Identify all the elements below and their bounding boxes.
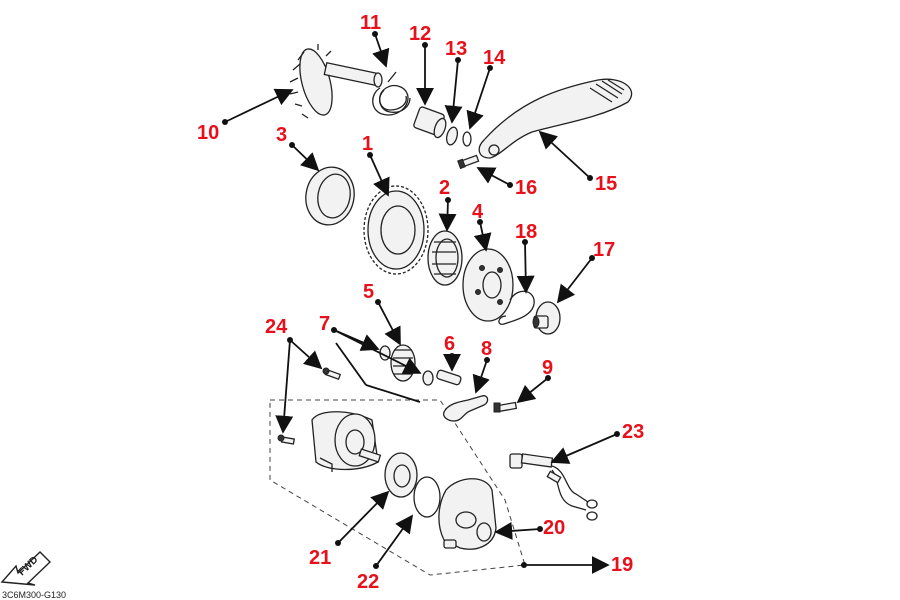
bolt-9 xyxy=(493,401,518,413)
callout-15: 15 xyxy=(595,173,617,195)
o-ring-22 xyxy=(413,476,441,518)
callout-9: 9 xyxy=(542,357,553,379)
callout-17: 17 xyxy=(593,239,615,261)
callout-21: 21 xyxy=(309,547,331,569)
pinion-gear xyxy=(532,301,561,335)
callout-2: 2 xyxy=(439,177,450,199)
ring-3 xyxy=(305,166,355,226)
washer-13 xyxy=(445,126,459,146)
callout-12: 12 xyxy=(409,23,431,45)
callout-10: 10 xyxy=(197,122,219,144)
leader-lines xyxy=(222,31,620,574)
callout-7: 7 xyxy=(319,313,330,335)
callout-4: 4 xyxy=(472,201,484,223)
callout-19: 19 xyxy=(611,554,633,576)
callout-labels: 1 2 3 4 5 6 7 8 9 10 11 12 13 14 15 16 1… xyxy=(197,12,644,593)
screw-24a xyxy=(322,367,342,381)
collar xyxy=(413,106,447,139)
callout-14: 14 xyxy=(483,47,506,69)
callout-6: 6 xyxy=(444,333,455,355)
callout-5: 5 xyxy=(363,281,374,303)
idler-gear xyxy=(379,344,434,386)
shaft-6 xyxy=(436,369,462,386)
callout-16: 16 xyxy=(515,177,537,199)
callout-13: 13 xyxy=(445,38,467,60)
fwd-arrow-icon: FWD xyxy=(0,551,52,586)
callout-18: 18 xyxy=(515,221,537,243)
callout-24: 24 xyxy=(265,316,288,338)
bolt-16 xyxy=(457,154,480,170)
kick-shaft-gear xyxy=(289,44,383,119)
clutch-outer xyxy=(462,248,514,322)
callout-3: 3 xyxy=(276,124,287,146)
bracket-8 xyxy=(442,395,489,422)
callout-23: 23 xyxy=(622,421,644,443)
callout-20: 20 xyxy=(543,517,565,539)
kick-pedal xyxy=(478,78,633,159)
torsion-spring xyxy=(372,71,411,116)
cover-19 xyxy=(438,478,497,550)
callout-8: 8 xyxy=(481,338,492,360)
reference-code: 3C6M300-G130 xyxy=(2,590,66,600)
screw-24b xyxy=(277,434,296,445)
callout-22: 22 xyxy=(357,571,379,593)
callout-11: 11 xyxy=(360,12,381,34)
starter-wheel-gear xyxy=(363,185,429,275)
circlip-14 xyxy=(462,131,472,147)
o-ring-20 xyxy=(476,522,492,542)
brush-plate xyxy=(384,452,418,498)
starter-motor xyxy=(311,411,382,472)
one-way-clutch xyxy=(427,230,463,286)
callout-1: 1 xyxy=(362,133,373,155)
wire-harness xyxy=(509,453,598,521)
